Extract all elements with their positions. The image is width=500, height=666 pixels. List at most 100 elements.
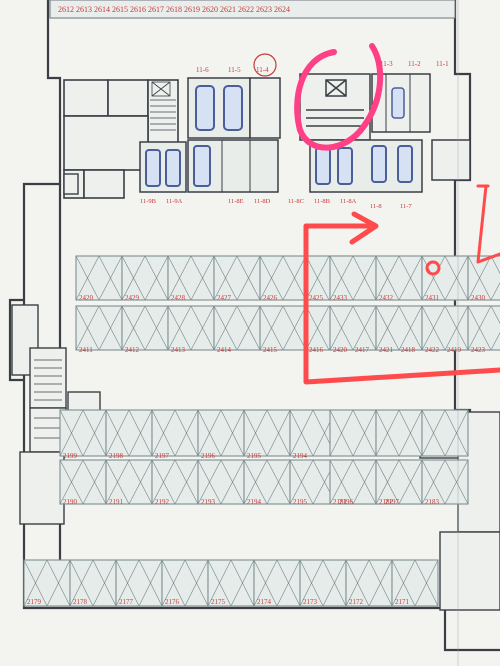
unit-code: 11-2 [408, 60, 421, 68]
stall-brace [213, 305, 238, 351]
parking-stalls [23, 255, 500, 607]
stall-brace [266, 459, 291, 505]
lower-unit-codes: 11-9B 11-9A 11-8E 11-8D 11-8C 11-8B 11-8… [140, 198, 412, 210]
parking-stall [467, 305, 500, 351]
stall-brace [421, 305, 446, 351]
stall-brace [59, 409, 84, 457]
stall-brace [230, 559, 255, 607]
unit-code: 11-9B [140, 198, 157, 205]
stall-brace [490, 255, 500, 274]
stall-brace [220, 459, 245, 505]
stall-brace [352, 305, 377, 351]
circled-unit-mark [253, 53, 277, 77]
stall-brace [197, 409, 222, 457]
unit-code: 11-8 [370, 203, 382, 210]
stall-brace [167, 305, 192, 351]
car-icon [193, 145, 211, 187]
stall-brace [46, 559, 71, 607]
stall-brace [352, 459, 377, 505]
stall-brace [197, 459, 222, 505]
stall-brace [329, 409, 354, 457]
stall-number: 2175 [211, 598, 226, 606]
stall-number: 2179 [27, 598, 42, 606]
stall-brace [190, 305, 215, 351]
stall-brace [259, 255, 284, 301]
stall-number: 2425 [309, 294, 324, 302]
stall-number: 2422 [425, 346, 440, 354]
stall-number: 2426 [263, 294, 278, 302]
stall-brace [305, 255, 330, 301]
stall-number: 2429 [125, 294, 140, 302]
unit-code: 11-6 [196, 66, 209, 74]
stall-number: 2174 [257, 598, 272, 606]
parking-stall [243, 409, 291, 457]
stall-brace [329, 459, 354, 505]
stall-brace [398, 459, 423, 505]
stall-brace [243, 459, 268, 505]
red-edge-marks [476, 184, 500, 264]
parking-stall [105, 459, 153, 505]
parking-stall [121, 305, 169, 351]
unit-code: 11-1 [436, 60, 449, 68]
stall-number: 2191 [109, 498, 124, 506]
stall-number: 2415 [263, 346, 278, 354]
stall-number: 2190 [63, 498, 78, 506]
stall-brace [98, 255, 123, 301]
stall-brace [421, 255, 446, 301]
stall-brace [299, 559, 324, 607]
stall-brace [352, 409, 377, 457]
car-icon [223, 85, 243, 131]
car-icon [371, 145, 387, 183]
stall-brace [213, 255, 238, 301]
unit-code: 11-8D [254, 198, 271, 205]
stall-brace [322, 559, 347, 607]
stall-brace [121, 305, 146, 351]
stall-number: 2173 [303, 598, 318, 606]
top-row-labels: 2612 2613 2614 2615 2616 2617 2618 2619 … [58, 5, 290, 14]
stall-number: 2418 [401, 346, 416, 354]
stall-brace [467, 305, 492, 351]
stall-brace [375, 409, 400, 457]
stall-number: 2172 [349, 598, 364, 606]
parking-stall [259, 305, 307, 351]
red-dot-annotation [425, 260, 441, 276]
red-arrow-annotation [303, 211, 379, 245]
parking-stall [121, 255, 169, 301]
stall-brace [105, 409, 130, 457]
stall-brace [144, 305, 169, 351]
stall-brace [82, 409, 107, 457]
stall-brace [289, 459, 314, 505]
parking-stall [207, 559, 255, 607]
stall-brace [444, 305, 469, 351]
upper-unit-bays [187, 73, 431, 139]
unit-code: 11-8A [340, 198, 357, 205]
stall-number: 2423 [471, 346, 486, 354]
stall-brace [167, 255, 192, 301]
stall-number: 2177 [119, 598, 134, 606]
upper-unit-codes: 11-6 11-5 11-4 11-3 11-2 11-1 [196, 60, 449, 74]
stall-brace [144, 255, 169, 301]
stall-number: 2178 [73, 598, 88, 606]
unit-code: 11-8B [314, 198, 331, 205]
car-icon [165, 149, 181, 187]
parking-stall [289, 459, 337, 505]
stall-number: 2192 [155, 498, 170, 506]
stall-brace [375, 459, 400, 505]
stall-brace [305, 305, 330, 351]
parking-stall [421, 459, 469, 505]
car-icon [145, 149, 161, 187]
stall-brace [236, 305, 261, 351]
parking-stall [329, 305, 377, 351]
stall-brace [352, 255, 377, 301]
stall-number: 2428 [171, 294, 186, 302]
stall-brace [259, 305, 284, 351]
parking-stall [421, 305, 469, 351]
stall-brace [289, 409, 314, 457]
stall-brace [253, 559, 278, 607]
parking-stall [329, 409, 377, 457]
car-icon [397, 145, 413, 183]
left-core-rooms [63, 79, 179, 199]
stall-brace [444, 255, 469, 301]
parking-stall [167, 255, 215, 301]
